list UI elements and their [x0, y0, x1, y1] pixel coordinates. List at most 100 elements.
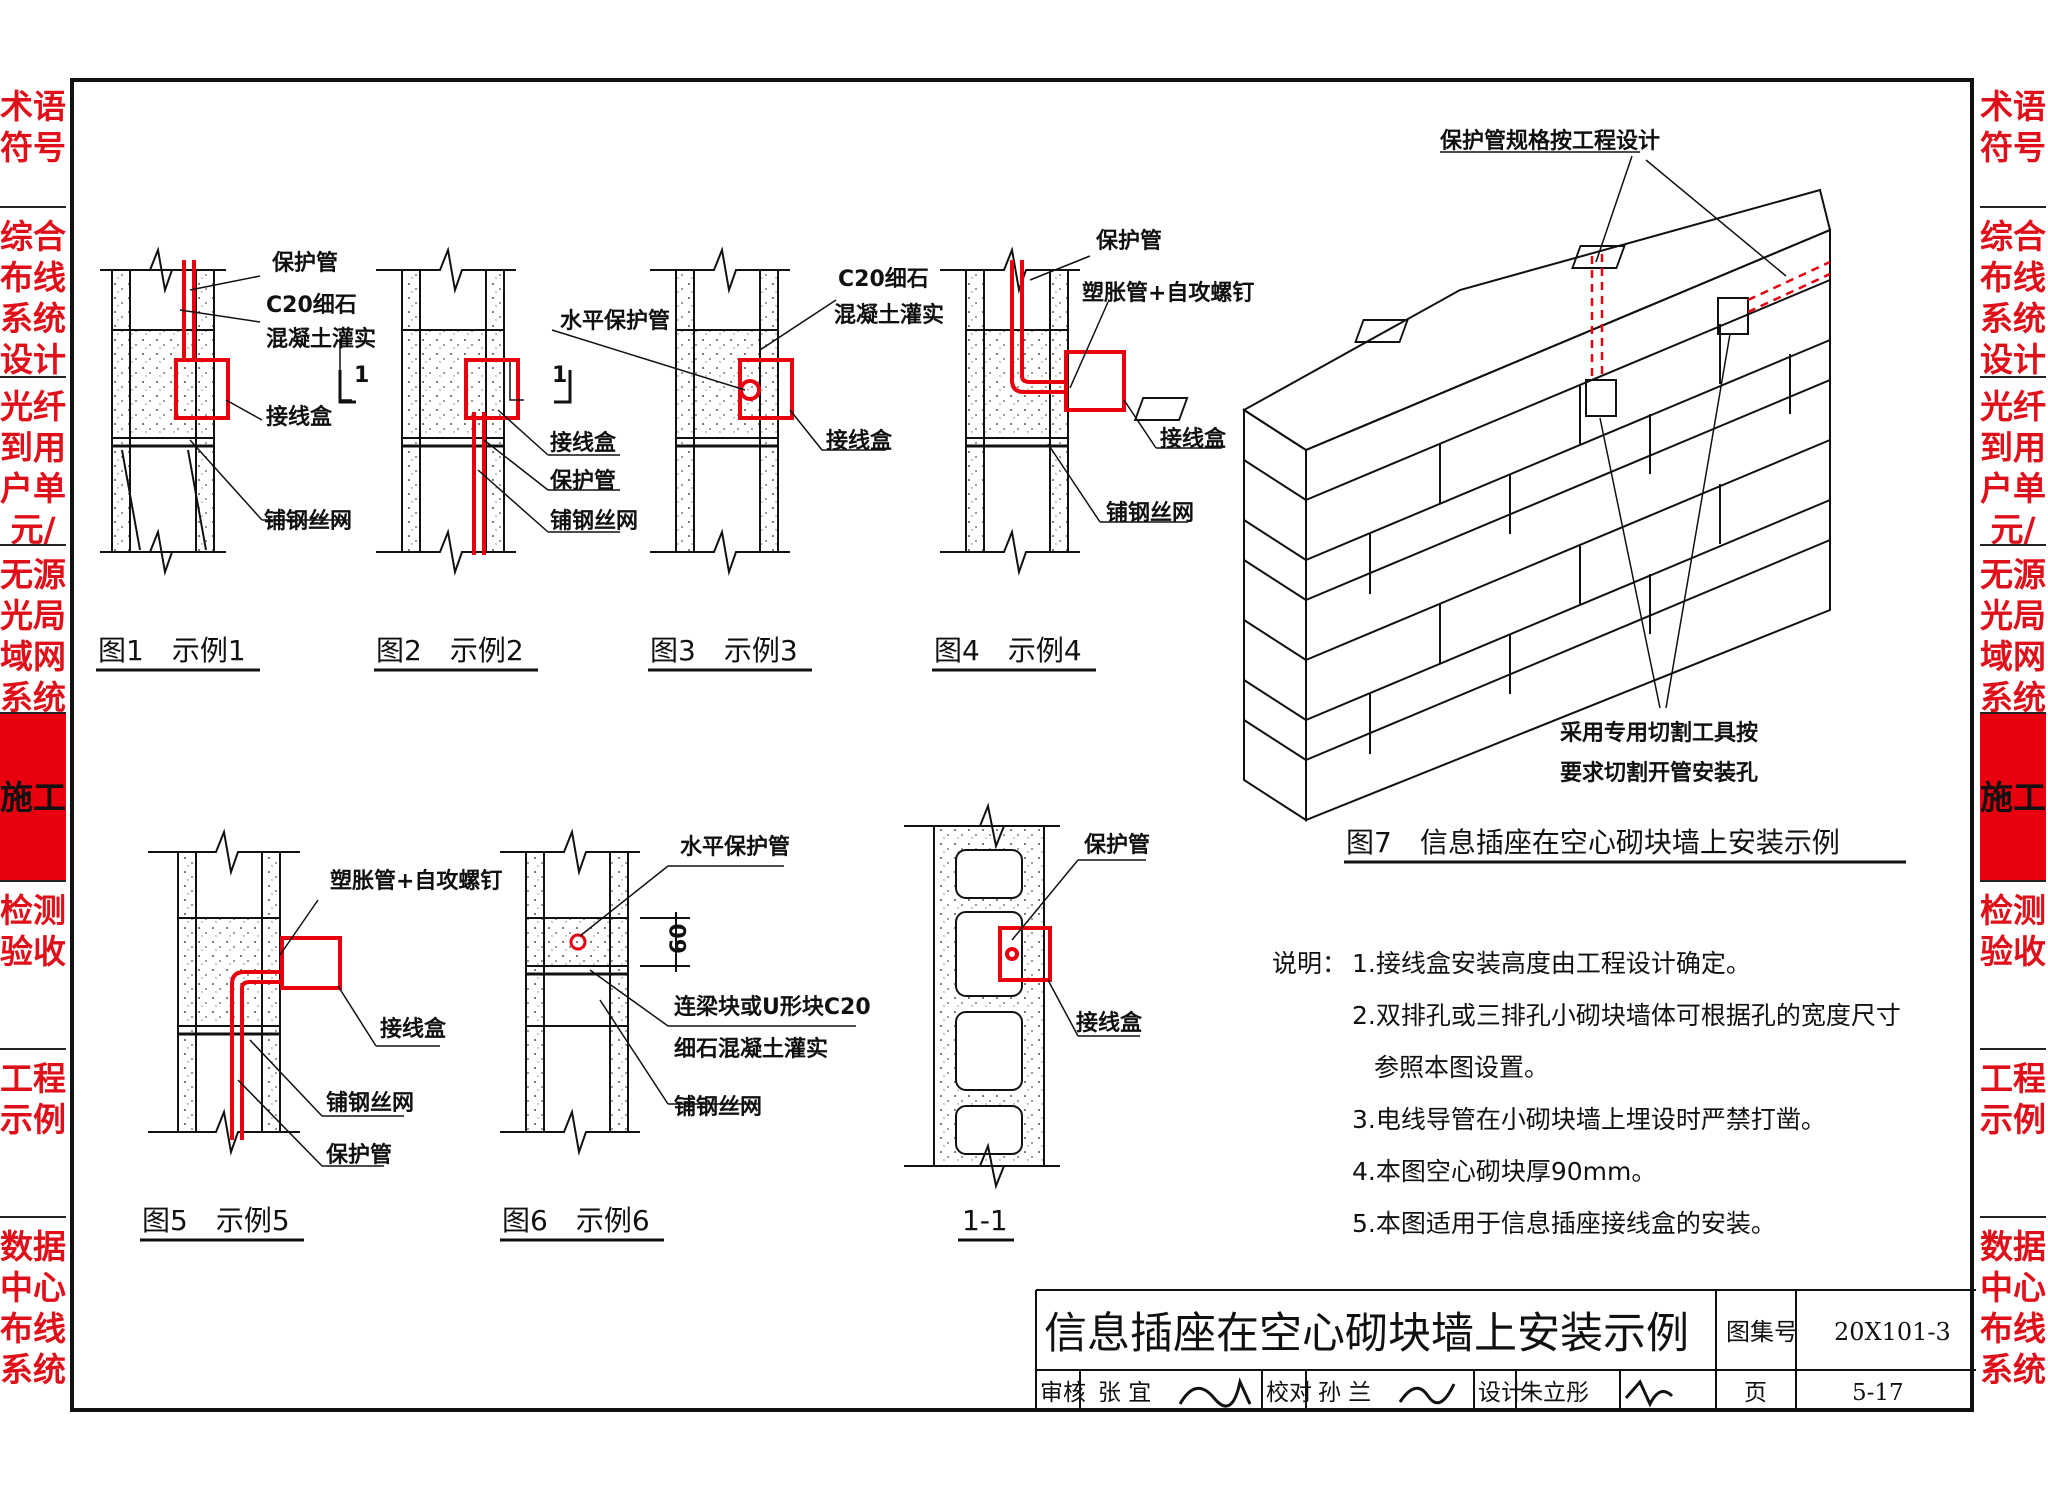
check-label: 校对 — [1266, 1380, 1312, 1406]
fig2-label-pipe: 保护管 — [549, 468, 616, 494]
fig7-pipes — [1590, 254, 1831, 380]
fig2-section-no: 1 — [552, 363, 567, 388]
sidebar-item-label: 施工 — [1980, 777, 2046, 817]
fig5-label-box: 接线盒 — [380, 1016, 447, 1042]
checker-name: 孙 兰 — [1318, 1380, 1371, 1406]
sidebar-item-inspection-right[interactable]: 检测 验收 — [1980, 882, 2046, 1050]
fig4-caption: 图4 示例4 — [934, 634, 1082, 667]
fig1-wall — [100, 246, 226, 576]
fig3-leaders — [551, 299, 886, 451]
sidebar-item-examples[interactable]: 工程 示例 — [0, 1050, 66, 1218]
sidebar-item-label: 工程 示例 — [1980, 1059, 2046, 1139]
fig5-label-screw: 塑胀管+自攻螺钉 — [330, 868, 502, 894]
sidebar-item-cabling-design-right[interactable]: 综合 布线 系统 设计 — [1980, 208, 2046, 378]
fig7-label-spec: 保护管规格按工程设计 — [1439, 128, 1660, 154]
section11-wall — [904, 802, 1060, 1190]
fig3-caption: 图3 示例3 — [650, 634, 798, 667]
fig7-caption: 图7 信息插座在空心砌块墙上安装示例 — [1346, 826, 1840, 859]
section-marker-fig2 — [554, 370, 572, 404]
fig1-section-no: 1 — [354, 363, 369, 388]
review-label: 审核 — [1040, 1380, 1086, 1406]
fig7-label-cut2: 要求切割开管安装孔 — [1560, 760, 1758, 786]
fig2-wall — [376, 246, 516, 576]
fig1-label-mesh: 铺钢丝网 — [264, 508, 352, 534]
sidebar-item-label: 无源 光局 域网 系统 — [1980, 555, 2046, 714]
note-2: 2.双排孔或三排孔小砌块墙体可根据孔的宽度尺寸 — [1352, 1001, 1901, 1030]
section11-caption: 1-1 — [962, 1204, 1008, 1237]
fig6-pipe — [569, 933, 587, 951]
sidebar-item-label: 无源 光局 域网 系统 — [0, 555, 66, 714]
sidebar-item-label: 综合 布线 系统 设计 — [0, 217, 66, 378]
designer-name: 朱立彤 — [1520, 1380, 1589, 1406]
sidebar-item-label: 检测 验收 — [1980, 891, 2046, 971]
sidebar-item-label: 综合 布线 系统 设计 — [1980, 217, 2046, 378]
fig4-label-screw: 塑胀管+自攻螺钉 — [1082, 280, 1254, 306]
sidebar-item-label: 光纤 到用 户单 元/户 — [0, 387, 66, 546]
fig6-wall — [500, 828, 690, 1156]
fig7-label-cut1: 采用专用切割工具按 — [1560, 720, 1758, 746]
fig1-caption: 图1 示例1 — [98, 634, 246, 667]
fig5-caption: 图5 示例5 — [142, 1204, 290, 1237]
titleblock-lines — [1035, 1289, 1976, 1412]
section11-box — [998, 926, 1052, 982]
fig2-label-mesh: 铺钢丝网 — [550, 508, 638, 534]
fig5-pipe-box — [230, 936, 342, 1140]
fig5-label-mesh: 铺钢丝网 — [326, 1090, 414, 1116]
design-label: 设计 — [1478, 1380, 1524, 1406]
sidebar-item-label: 工程 示例 — [0, 1059, 66, 1139]
note-4: 4.本图空心砌块厚90mm。 — [1352, 1157, 1656, 1186]
sidebar-item-construction-right[interactable]: 施工 — [1980, 714, 2046, 882]
fig6-label-hpipe: 水平保护管 — [680, 834, 790, 860]
sidebar-item-label: 数据 中心 布线 系统 — [1980, 1227, 2046, 1388]
fig4-label-mesh: 铺钢丝网 — [1106, 500, 1194, 526]
fig6-leaders — [579, 865, 856, 1105]
sidebar-item-construction[interactable]: 施工 — [0, 714, 66, 882]
left-sidebar: 术语 符号 综合 布线 系统 设计 光纤 到用 户单 元/户 无源 光局 域网 … — [0, 78, 66, 1388]
sidebar-item-terms[interactable]: 术语 符号 — [0, 78, 66, 208]
sidebar-item-label: 术语 符号 — [1980, 87, 2046, 167]
atlas-label: 图集号 — [1726, 1318, 1798, 1346]
sidebar-item-datacenter-right[interactable]: 数据 中心 布线 系统 — [1980, 1218, 2046, 1388]
titleblock-title: 信息插座在空心砌块墙上安装示例 — [1044, 1309, 1689, 1359]
fig1-label-box: 接线盒 — [266, 404, 333, 430]
fig6-label-beam: 连梁块或U形块C20 — [674, 994, 871, 1020]
fig5-label-pipe: 保护管 — [325, 1142, 392, 1168]
sidebar-item-datacenter[interactable]: 数据 中心 布线 系统 — [0, 1218, 66, 1388]
fig5-leaders — [237, 899, 440, 1167]
sidebar-item-inspection[interactable]: 检测 验收 — [0, 882, 66, 1050]
sidebar-item-pol[interactable]: 无源 光局 域网 系统 — [0, 546, 66, 714]
fig3-label-box: 接线盒 — [826, 428, 893, 454]
sidebar-item-pol-right[interactable]: 无源 光局 域网 系统 — [1980, 546, 2046, 714]
note-3: 3.电线导管在小砌块墙上埋设时严禁打凿。 — [1352, 1105, 1826, 1134]
fig6-caption: 图6 示例6 — [502, 1204, 650, 1237]
notes-heading: 说明： — [1272, 949, 1347, 978]
fig7-leaders — [1440, 151, 1787, 709]
fig3-label-c20: C20细石 — [838, 266, 929, 292]
fig5-wall — [148, 828, 300, 1156]
fig1-label-pipe: 保护管 — [271, 250, 338, 276]
sidebar-item-fiber-to-unit-right[interactable]: 光纤 到用 户单 元/户 — [1980, 378, 2046, 546]
section11-label-pipe: 保护管 — [1083, 832, 1150, 858]
sidebar-item-terms-right[interactable]: 术语 符号 — [1980, 78, 2046, 208]
fig6-label-fill: 细石混凝土灌实 — [674, 1036, 828, 1062]
fig4-leaders — [1029, 255, 1222, 523]
sidebar-item-examples-right[interactable]: 工程 示例 — [1980, 1050, 2046, 1218]
sidebar-item-fiber-to-unit[interactable]: 光纤 到用 户单 元/户 — [0, 378, 66, 546]
atlas-number: 20X101-3 — [1834, 1318, 1951, 1346]
right-sidebar: 术语 符号 综合 布线 系统 设计 光纤 到用 户单 元/户 无源 光局 域网 … — [1980, 78, 2046, 1388]
sidebar-item-label: 施工 — [0, 777, 66, 817]
drawing-frame — [70, 78, 1974, 1412]
fig3-wall — [650, 246, 790, 576]
caption-underlines — [96, 668, 1906, 1242]
fig4-label-box: 接线盒 — [1160, 426, 1227, 452]
section-marker-fig1 — [338, 370, 356, 404]
sidebar-item-cabling-design[interactable]: 综合 布线 系统 设计 — [0, 208, 66, 378]
fig3-label-hpipe: 水平保护管 — [560, 308, 670, 334]
fig6-dimension: 60 — [667, 923, 692, 954]
note-2-cont: 参照本图设置。 — [1374, 1053, 1549, 1082]
page-number: 5-17 — [1852, 1380, 1904, 1406]
fig1-label-c20: C20细石 — [266, 292, 357, 318]
fig2-pipe-box — [464, 358, 520, 555]
sidebar-item-label: 检测 验收 — [0, 891, 66, 971]
